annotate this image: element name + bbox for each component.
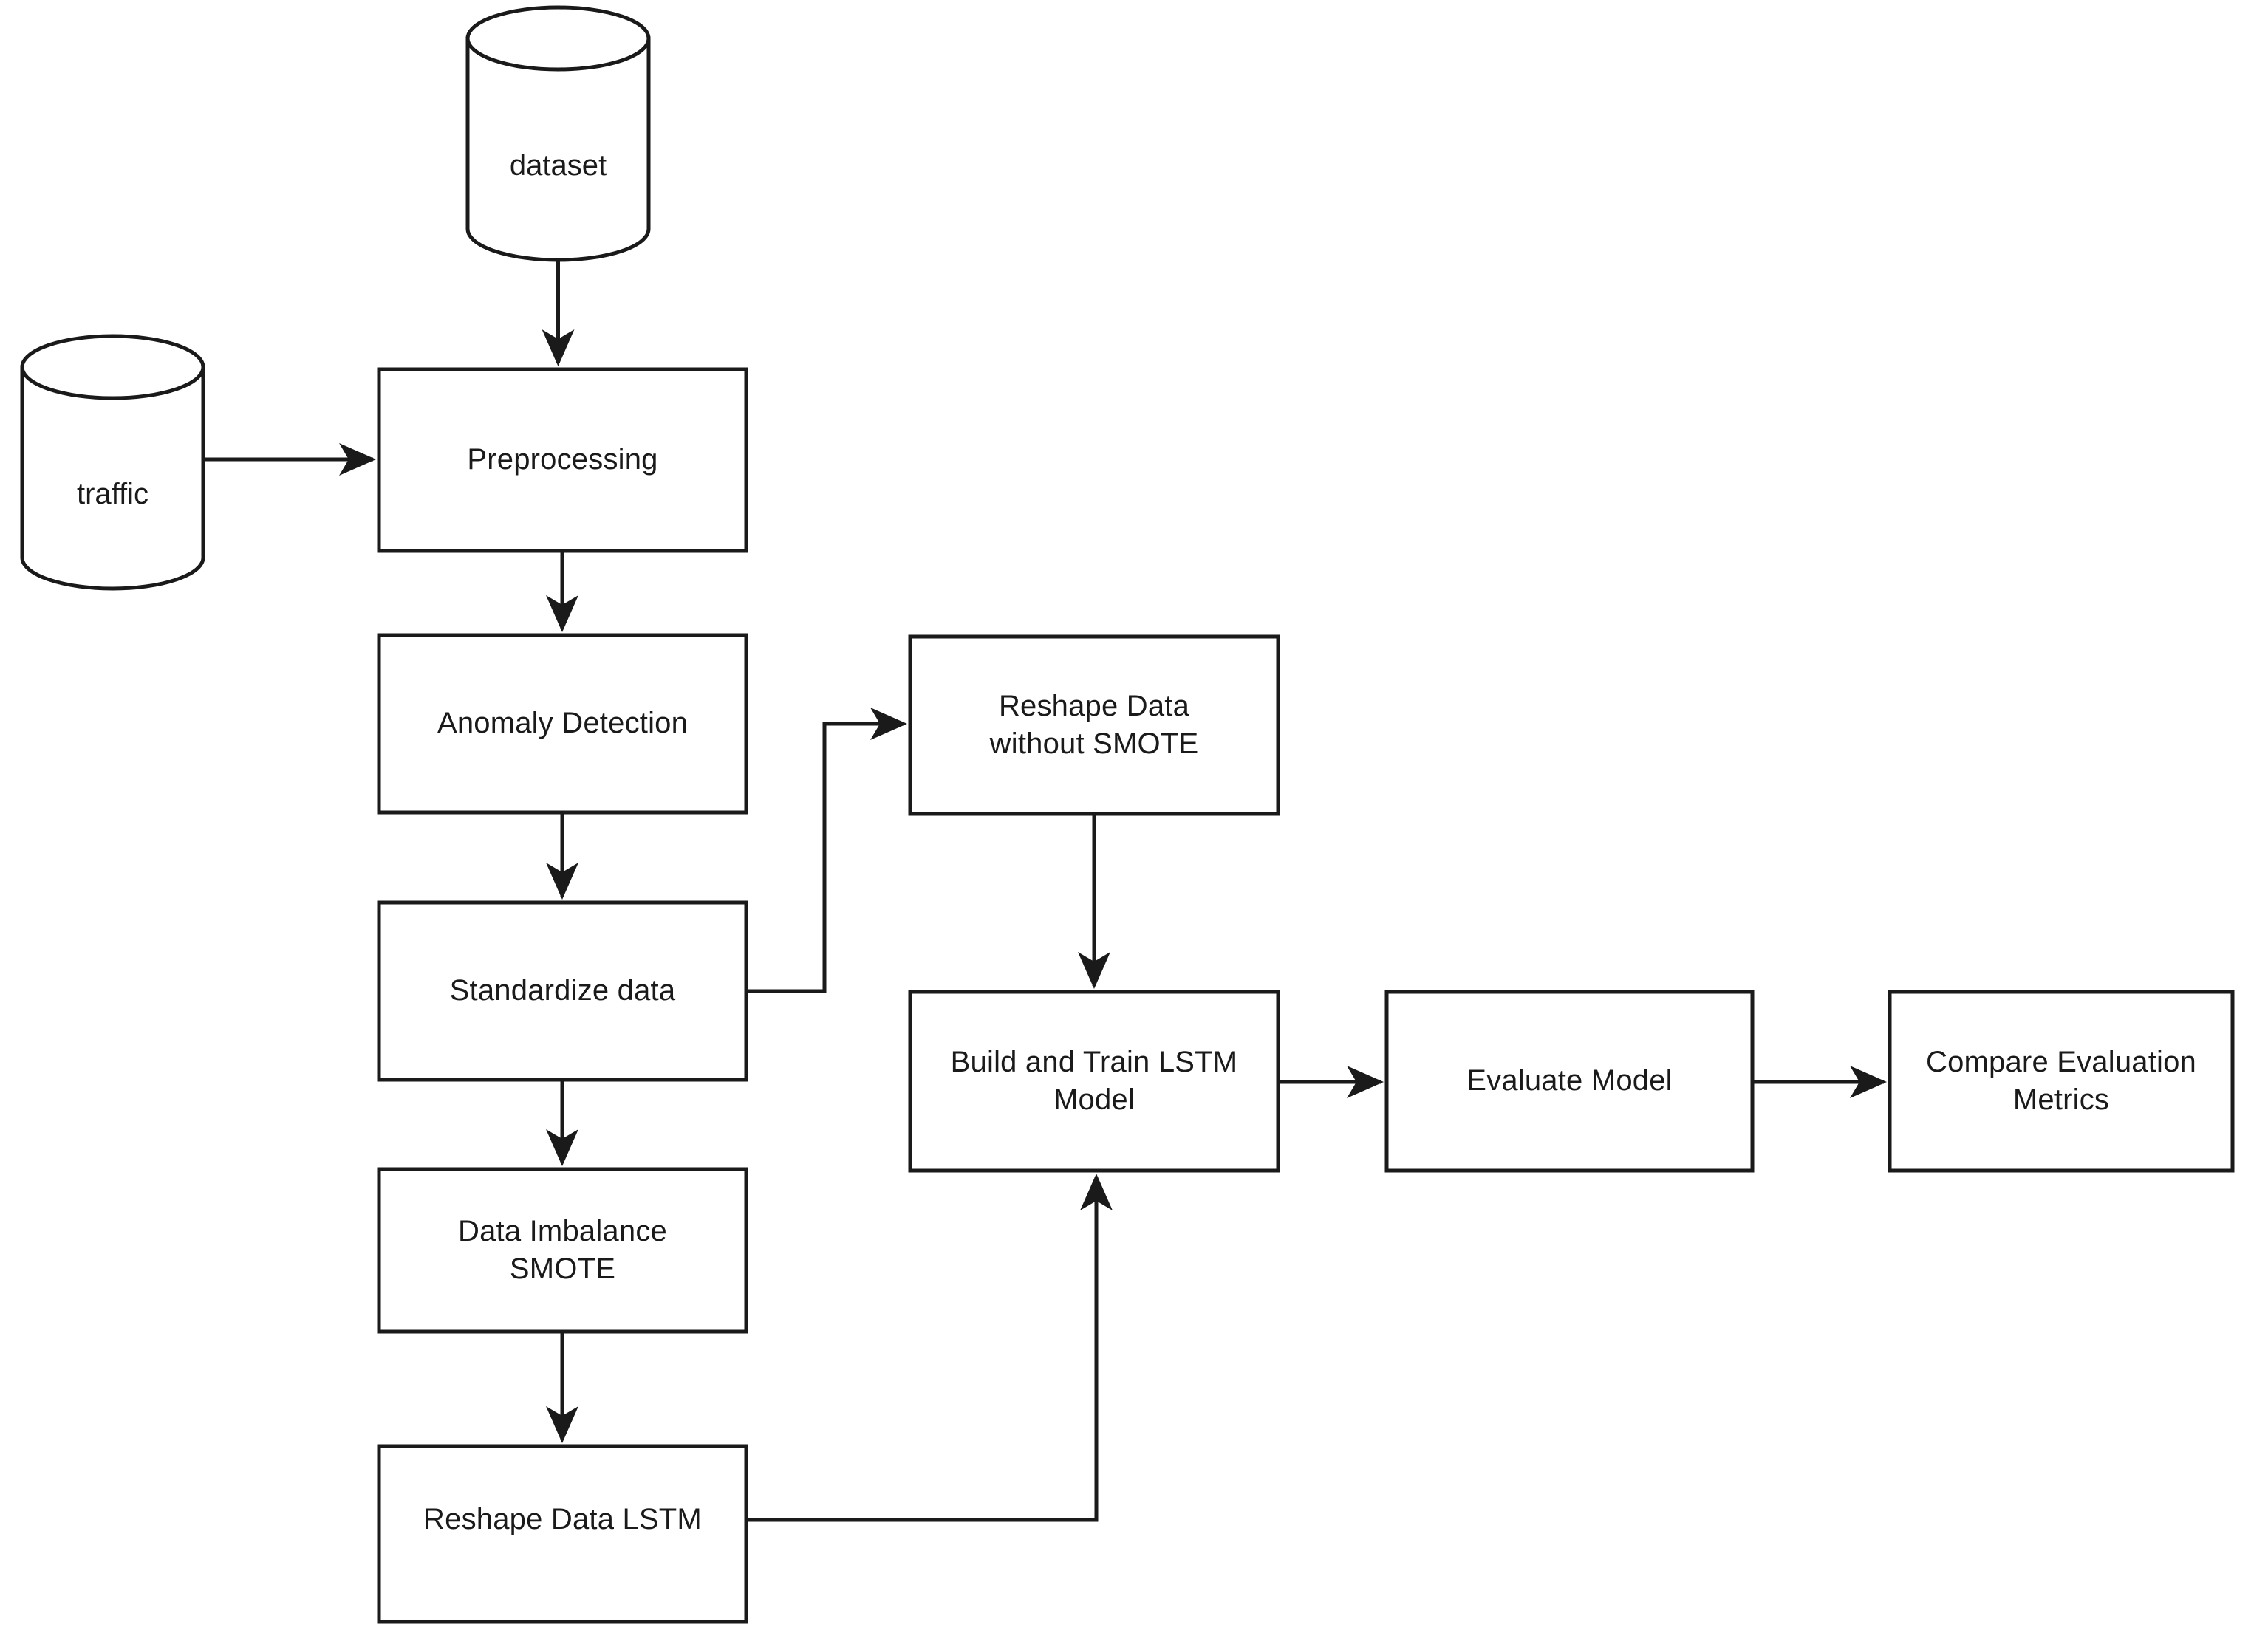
build-train-lstm-node[interactable] <box>910 992 1278 1171</box>
dataset-node[interactable] <box>468 7 649 260</box>
standardize-data-box-shape <box>377 900 748 1082</box>
edge-standardize-data-to-reshape-without-smote <box>746 708 908 993</box>
preprocessing-box-shape <box>377 367 748 553</box>
preprocessing-node[interactable] <box>379 369 746 551</box>
reshape-without-smote-box-shape <box>908 634 1280 816</box>
traffic-cylinder-shape <box>20 334 205 591</box>
evaluate-model-node[interactable] <box>1387 992 1752 1171</box>
dataset-cylinder-shape <box>465 5 651 262</box>
standardize-data-node[interactable] <box>379 903 746 1080</box>
anomaly-detection-box-shape <box>377 633 748 815</box>
compare-metrics-box-shape <box>1888 990 2235 1173</box>
edge-reshape-data-lstm-to-build-train-lstm <box>746 1173 1113 1522</box>
data-imbalance-smote-box-shape <box>377 1167 748 1334</box>
reshape-data-lstm-box-shape <box>377 1444 748 1624</box>
reshape-data-lstm-node[interactable] <box>379 1446 746 1622</box>
evaluate-model-box-shape <box>1384 990 1755 1173</box>
data-imbalance-smote-node[interactable] <box>379 1169 746 1332</box>
anomaly-detection-node[interactable] <box>379 635 746 812</box>
compare-metrics-node[interactable] <box>1890 992 2233 1171</box>
reshape-without-smote-node[interactable] <box>910 637 1278 814</box>
traffic-node[interactable] <box>22 336 203 589</box>
